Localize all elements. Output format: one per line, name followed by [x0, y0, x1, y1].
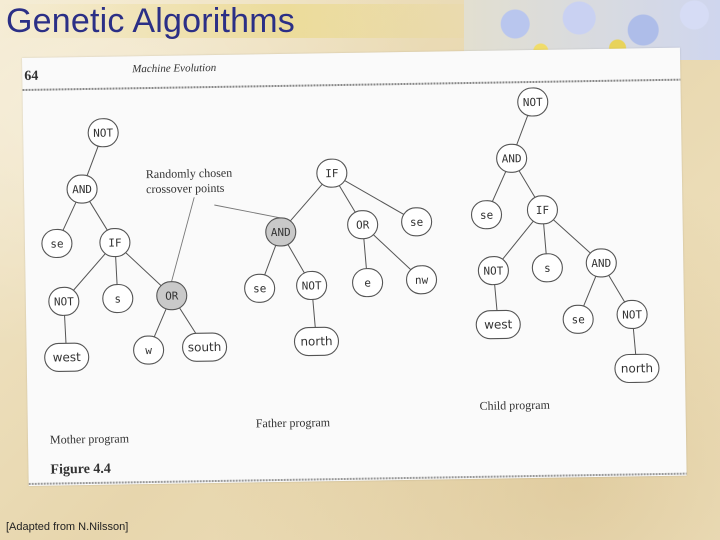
- father-node-se: se: [401, 207, 433, 237]
- node-label: NOT: [54, 295, 74, 308]
- father-node-or: OR: [347, 210, 379, 240]
- node-label: AND: [591, 257, 611, 270]
- child-node-not: NOT: [616, 299, 648, 330]
- father-node-se: se: [244, 273, 276, 303]
- node-label: west: [484, 317, 513, 331]
- child-program-label: Child program: [479, 398, 550, 413]
- father-node-north: north: [293, 326, 340, 357]
- footer-rule: [28, 472, 687, 485]
- node-label: north: [621, 361, 653, 376]
- node-label: south: [188, 340, 222, 355]
- node-label: se: [480, 209, 493, 222]
- node-label: s: [544, 262, 551, 275]
- father-node-nw: nw: [405, 265, 438, 295]
- node-label: se: [50, 237, 63, 250]
- child-node-not: NOT: [517, 87, 549, 117]
- node-label: AND: [271, 226, 291, 239]
- node-label: w: [145, 344, 152, 357]
- mother-node-west: west: [44, 342, 90, 373]
- node-label: e: [364, 277, 371, 290]
- node-label: nw: [415, 274, 429, 287]
- crossover-pointer-lines: [171, 197, 281, 282]
- father-node-if: IF: [316, 158, 348, 188]
- node-label: NOT: [93, 127, 113, 140]
- pointer-to-mother-crossover: [171, 197, 195, 282]
- child-node-and: AND: [496, 143, 528, 173]
- mother-node-w: w: [133, 335, 165, 365]
- mother-node-if: IF: [99, 227, 131, 258]
- child-node-west: west: [475, 309, 521, 340]
- child-node-s: s: [531, 253, 563, 283]
- header-rule: [22, 78, 681, 91]
- node-label: IF: [536, 204, 549, 217]
- node-label: west: [53, 350, 82, 364]
- node-label: se: [410, 216, 423, 229]
- node-label: AND: [72, 183, 92, 196]
- figure-caption: Figure 4.4: [50, 462, 111, 478]
- node-label: IF: [108, 236, 121, 249]
- page-number: 64: [24, 69, 38, 84]
- node-label: s: [114, 292, 121, 305]
- child-node-se: se: [470, 200, 503, 230]
- child-node-if: IF: [526, 195, 558, 225]
- child-node-north: north: [614, 353, 660, 384]
- tree-edges: [56, 101, 638, 369]
- node-label: AND: [502, 152, 522, 165]
- father-edge: [331, 172, 417, 223]
- child-node-not: NOT: [477, 256, 509, 286]
- father-program-label: Father program: [256, 415, 331, 430]
- crossover-annotation-line-1: Randomly chosen: [146, 166, 233, 181]
- node-label: se: [571, 313, 584, 326]
- mother-node-s: s: [102, 283, 134, 314]
- mother-node-or: OR: [156, 281, 188, 311]
- running-header: Machine Evolution: [131, 62, 217, 75]
- attribution: [Adapted from N.Nilsson]: [6, 521, 129, 533]
- mother-node-se: se: [41, 228, 73, 259]
- node-label: OR: [165, 290, 179, 303]
- node-label: north: [300, 334, 332, 349]
- node-label: NOT: [523, 96, 543, 109]
- mother-program-label: Mother program: [50, 431, 130, 446]
- father-node-e: e: [352, 268, 384, 298]
- node-label: NOT: [302, 279, 322, 292]
- mother-node-and: AND: [66, 174, 98, 204]
- mother-node-not: NOT: [87, 118, 119, 148]
- pointer-to-father-crossover: [214, 204, 281, 219]
- father-node-and: AND: [265, 217, 297, 247]
- mother-node-south: south: [182, 332, 228, 362]
- node-label: IF: [325, 167, 338, 180]
- node-label: OR: [356, 219, 370, 232]
- mother-node-not: NOT: [48, 286, 80, 316]
- crossover-annotation-line-2: crossover points: [146, 181, 225, 196]
- father-node-not: NOT: [296, 270, 328, 301]
- child-node-se: se: [562, 304, 594, 334]
- child-node-and: AND: [585, 248, 617, 278]
- slide-title: Genetic Algorithms: [6, 2, 295, 40]
- node-label: NOT: [622, 308, 642, 321]
- node-label: NOT: [483, 264, 503, 277]
- node-label: se: [253, 282, 266, 295]
